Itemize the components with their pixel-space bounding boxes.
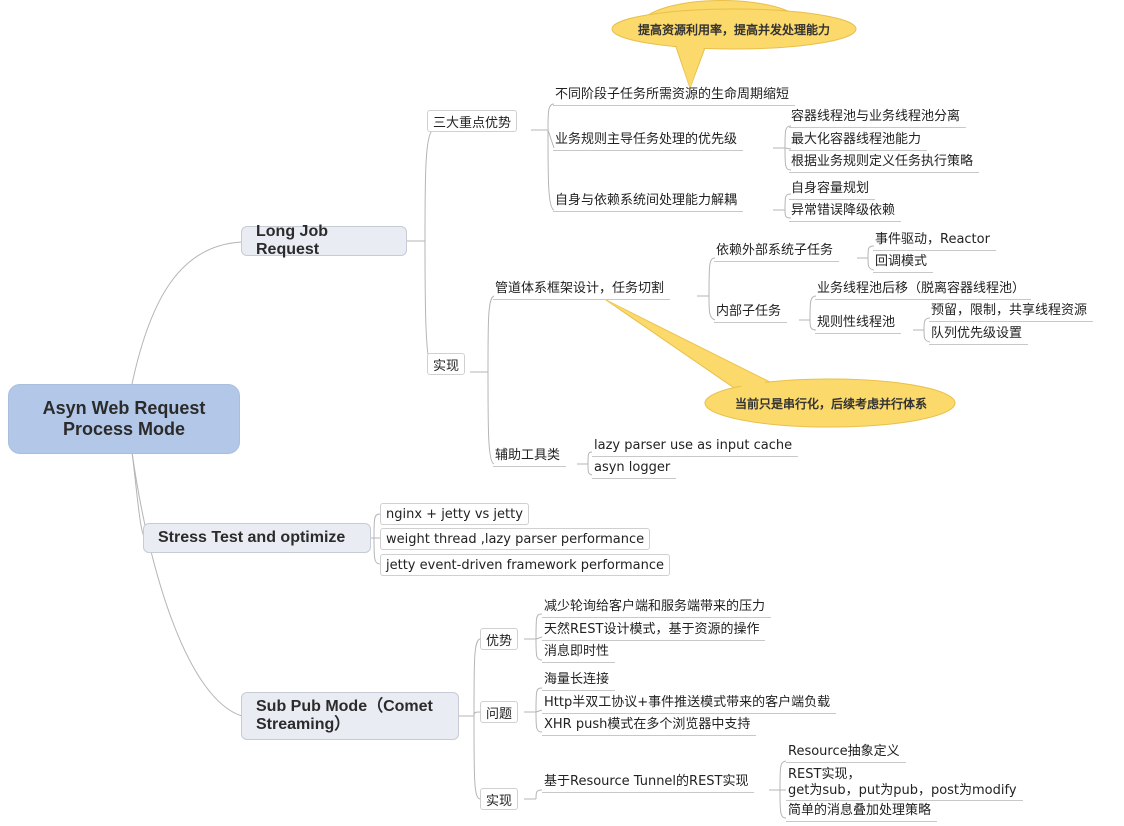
- leaf-capacity[interactable]: 自身容量规划: [789, 180, 876, 200]
- subtopic-implementation[interactable]: 实现: [427, 353, 466, 375]
- connector: [373, 513, 381, 539]
- subtopic-key-advantages[interactable]: 三大重点优势: [427, 110, 518, 132]
- connector: [424, 129, 434, 242]
- connector: [784, 147, 792, 150]
- leaf-helper-tools[interactable]: 辅助工具类: [493, 447, 567, 467]
- connector: [535, 687, 543, 713]
- connector: [784, 125, 792, 149]
- leaf-rest-mapping[interactable]: REST实现， get为sub，put为pub，post为modify: [786, 767, 1023, 801]
- connector: [487, 371, 495, 465]
- connector: [784, 147, 792, 171]
- subtopic-subpub-advantages[interactable]: 优势: [480, 628, 519, 650]
- leaf-lifecycle[interactable]: 不同阶段子任务所需资源的生命周期缩短: [553, 86, 796, 106]
- leaf-max-pool[interactable]: 最大化容器线程池能力: [789, 131, 928, 151]
- connector: [535, 638, 543, 661]
- connector: [587, 451, 593, 465]
- connector: [547, 129, 555, 211]
- connector: [779, 789, 787, 819]
- connector: [784, 193, 792, 211]
- leaf-resource-tunnel[interactable]: 基于Resource Tunnel的REST实现: [542, 773, 755, 793]
- subtopic-nginx-jetty[interactable]: nginx + jetty vs jetty: [380, 503, 529, 525]
- connector: [131, 451, 243, 717]
- subtopic-subpub-implementation[interactable]: 实现: [480, 788, 519, 810]
- connector: [809, 295, 817, 321]
- leaf-queue-priority[interactable]: 队列优先级设置: [929, 325, 1029, 345]
- leaf-rule-pool[interactable]: 规则性线程池: [815, 314, 902, 334]
- subtopic-subpub-problems[interactable]: 问题: [480, 701, 519, 723]
- leaf-degrade[interactable]: 异常错误降级依赖: [789, 202, 902, 222]
- leaf-external-subtasks[interactable]: 依赖外部系统子任务: [714, 242, 840, 262]
- connector: [809, 319, 817, 331]
- leaf-pool-separation[interactable]: 容器线程池与业务线程池分离: [789, 108, 967, 128]
- topic-sub-pub-mode[interactable]: Sub Pub Mode（Comet Streaming）: [241, 692, 459, 740]
- leaf-xhr-push[interactable]: XHR push模式在多个浏览器中支持: [542, 716, 757, 736]
- connector: [535, 636, 543, 640]
- leaf-pool-migrate[interactable]: 业务线程池后移（脱离容器线程池）: [815, 280, 1032, 300]
- connector: [473, 711, 481, 717]
- connector: [535, 789, 543, 800]
- leaf-callback[interactable]: 回调模式: [873, 253, 934, 273]
- connector: [779, 760, 787, 791]
- connector: [535, 711, 543, 733]
- connector: [473, 715, 481, 800]
- leaf-realtime[interactable]: 消息即时性: [542, 643, 616, 663]
- connector: [535, 709, 543, 713]
- topic-stress-test[interactable]: Stress Test and optimize: [143, 523, 371, 553]
- leaf-http-half-duplex[interactable]: Http半双工协议+事件推送模式带来的客户端负载: [542, 694, 837, 714]
- leaf-asyn-logger[interactable]: asyn logger: [592, 459, 677, 479]
- connector: [131, 241, 243, 385]
- connector: [473, 638, 481, 717]
- callout-resource-utilization: 提高资源利用率，提高并发处理能力: [637, 22, 830, 37]
- connector: [547, 129, 555, 149]
- connector: [923, 329, 931, 343]
- leaf-reserve-limit[interactable]: 预留，限制，共享线程资源: [929, 302, 1094, 322]
- leaf-reduce-polling[interactable]: 减少轮询给客户端和服务端带来的压力: [542, 598, 772, 618]
- leaf-internal-subtasks[interactable]: 内部子任务: [714, 303, 788, 323]
- connector: [547, 103, 555, 131]
- connector: [708, 295, 716, 321]
- leaf-pipeline-design[interactable]: 管道体系框架设计，任务切割: [493, 280, 671, 300]
- callout-serial: 当前只是串行化，后续考虑并行体系: [734, 396, 927, 411]
- leaf-business-rule-priority[interactable]: 业务规则主导任务处理的优先级: [553, 131, 744, 151]
- connector: [784, 209, 792, 219]
- connector: [373, 537, 381, 565]
- connector: [535, 613, 543, 640]
- connector: [923, 317, 931, 331]
- connector: [867, 257, 875, 271]
- connector: [487, 295, 495, 373]
- leaf-message-merge[interactable]: 简单的消息叠加处理策略: [786, 802, 938, 822]
- connector: [587, 463, 593, 476]
- leaf-decoupling[interactable]: 自身与依赖系统间处理能力解耦: [553, 192, 744, 212]
- root-topic[interactable]: Asyn Web Request Process Mode: [8, 384, 240, 454]
- leaf-long-connections[interactable]: 海量长连接: [542, 671, 616, 691]
- connector: [708, 257, 716, 297]
- leaf-event-driven[interactable]: 事件驱动，Reactor: [873, 231, 996, 251]
- subtopic-jetty-event[interactable]: jetty event-driven framework performance: [380, 554, 671, 576]
- leaf-resource-abstract[interactable]: Resource抽象定义: [786, 743, 906, 763]
- topic-long-job-request[interactable]: Long Job Request: [241, 223, 407, 258]
- connector: [867, 245, 875, 259]
- subtopic-weight-thread[interactable]: weight thread ,lazy parser performance: [380, 528, 651, 550]
- leaf-lazy-parser[interactable]: lazy parser use as input cache: [592, 437, 799, 457]
- leaf-rest-pattern[interactable]: 天然REST设计模式，基于资源的操作: [542, 621, 766, 641]
- leaf-strategy[interactable]: 根据业务规则定义任务执行策略: [789, 153, 980, 173]
